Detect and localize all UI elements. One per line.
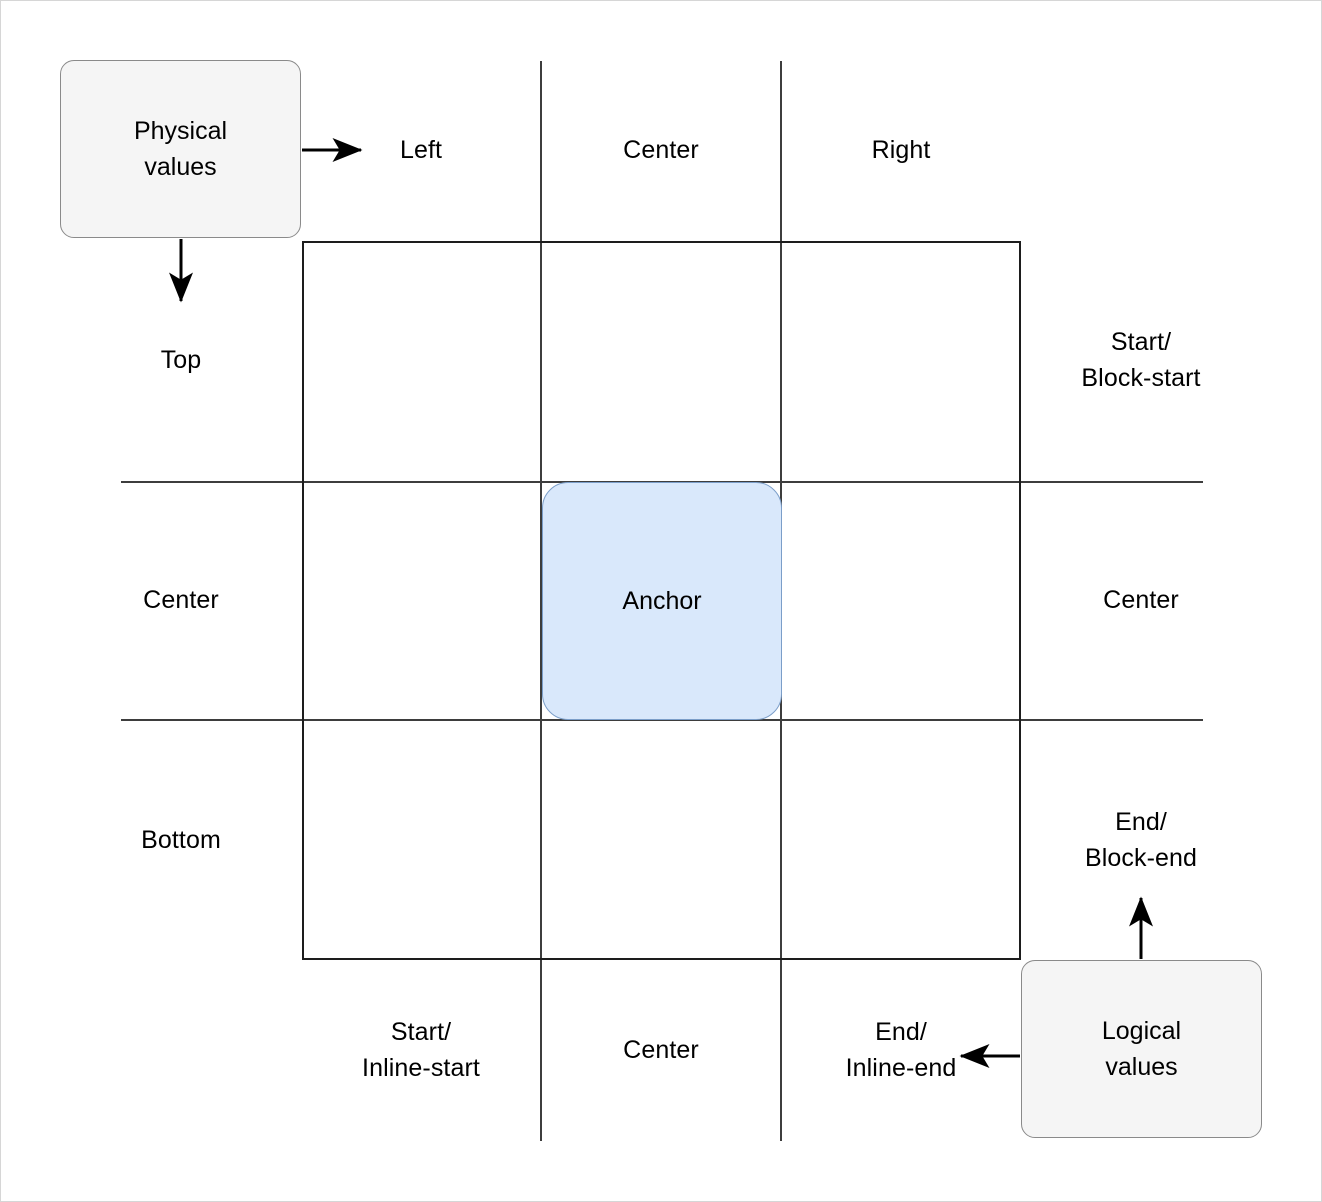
containing-block-rect	[302, 241, 1021, 960]
right-label-center: Center	[1103, 586, 1179, 614]
bottom-label-inline-end: End/ Inline-end	[845, 1018, 957, 1082]
left-label-center: Center	[143, 586, 219, 614]
right-label-block-start: Start/ Block-start	[1081, 328, 1201, 392]
logical-values-note[interactable]: Logical values	[1021, 960, 1262, 1138]
logical-values-label: Logical values	[1101, 1017, 1182, 1081]
bottom-label-inline-start: Start/ Inline-start	[362, 1018, 480, 1082]
left-label-bottom: Bottom	[141, 826, 221, 854]
physical-values-label: Physical values	[133, 117, 228, 181]
top-label-right: Right	[871, 136, 931, 164]
right-label-block-end: End/ Block-end	[1084, 808, 1198, 872]
anchor-box[interactable]: Anchor	[542, 482, 782, 720]
top-label-left: Left	[399, 136, 443, 164]
physical-values-note[interactable]: Physical values	[60, 60, 301, 238]
top-label-center: Center	[623, 136, 699, 164]
left-label-top: Top	[160, 346, 202, 374]
grid-horizontal-line-bottom	[121, 719, 1203, 721]
grid-vertical-line-left	[540, 61, 542, 1141]
anchor-label: Anchor	[622, 586, 702, 615]
bottom-label-center: Center	[623, 1036, 699, 1064]
